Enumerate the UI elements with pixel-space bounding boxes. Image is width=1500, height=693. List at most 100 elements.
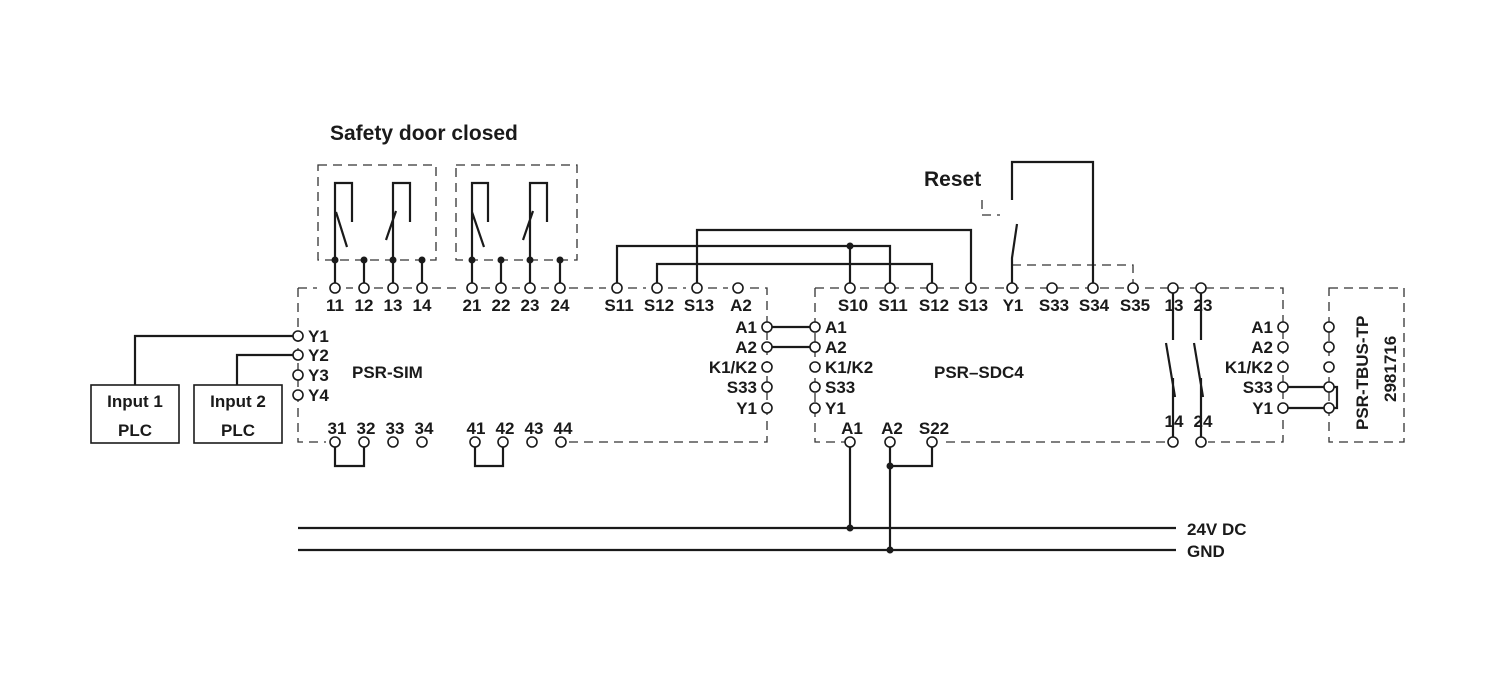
wire-plc1-y1: [133, 334, 298, 385]
terminal-label: 34: [415, 419, 434, 438]
sim-bottom-labels: 31 32 33 34 41 42 43 44: [328, 419, 573, 438]
terminal-label: A1: [1251, 318, 1273, 337]
plc-box-2-line2: PLC: [221, 421, 255, 440]
psr-tbus-name: PSR-TBUS-TP: [1353, 316, 1372, 430]
diagram-title: Safety door closed: [330, 122, 518, 145]
terminal-label: S11: [878, 296, 907, 315]
door-switch-box-1: [317, 164, 437, 261]
terminals: [292, 282, 1335, 448]
terminal-label: 21: [463, 296, 482, 315]
terminal-label: S33: [1243, 378, 1273, 397]
terminal-label: 43: [525, 419, 544, 438]
terminal-label: 31: [328, 419, 347, 438]
terminal-label: A2: [735, 338, 757, 357]
terminal-label: 24: [1194, 412, 1213, 431]
terminal-label: Y1: [736, 399, 757, 418]
terminal-label: S33: [727, 378, 757, 397]
plc-box-1-line1: Input 1: [107, 392, 163, 411]
terminal-label: 12: [355, 296, 374, 315]
sdc-top-labels: S10 S11 S12 S13 Y1 S33 S34 S35 13 23: [838, 296, 1213, 315]
wires: [133, 160, 1339, 552]
wire-plc2-y2: [235, 353, 298, 385]
terminal-label: 11: [326, 296, 344, 315]
terminal-label: S13: [684, 296, 714, 315]
junctions: [331, 242, 894, 554]
terminal-label: A1: [735, 318, 757, 337]
wire-a2-gnd: [888, 442, 934, 550]
terminal-label: Y3: [308, 366, 329, 385]
psr-sdc4-name: PSR–SDC4: [934, 363, 1024, 382]
terminal-label: Y1: [825, 399, 846, 418]
door-contact-23-24: [521, 181, 549, 288]
terminal-label: 32: [357, 419, 376, 438]
terminal-label: 22: [492, 296, 511, 315]
terminal-label: A2: [825, 338, 847, 357]
sim-top-labels: 11 12 13 14 21 22 23 24 S11 S12 S13 A2: [326, 296, 752, 315]
sim-side-labels: A1 A2 K1/K2 S33 Y1: [709, 318, 757, 418]
terminal-label: S12: [919, 296, 949, 315]
terminal-label: S34: [1079, 296, 1110, 315]
terminal-label: A2: [730, 296, 752, 315]
bridge-31-32: [333, 442, 366, 468]
plc-box-2: Input 2 PLC: [193, 384, 283, 444]
reset-contact: [1010, 160, 1095, 288]
output-contact-23-24: [1192, 288, 1205, 442]
terminal-label: Y4: [308, 386, 329, 405]
terminal-label: 23: [1194, 296, 1213, 315]
terminal-label: 13: [1165, 296, 1184, 315]
wire-s10-s11: [850, 244, 892, 288]
terminal-label: 42: [496, 419, 515, 438]
terminal-label: S12: [644, 296, 674, 315]
reset-link-dashed: [1012, 264, 1134, 286]
terminal-label: A1: [825, 318, 847, 337]
terminal-label: A1: [841, 419, 863, 438]
wire-a1-a2-link: [767, 325, 815, 349]
terminal-label: 24: [551, 296, 570, 315]
sdc-right-labels: A1 A2 K1/K2 S33 Y1: [1225, 318, 1273, 418]
door-contact-21-22: [470, 181, 490, 288]
terminal-label: Y1: [1252, 399, 1273, 418]
terminal-label: K1/K2: [825, 358, 873, 377]
terminal-label: Y2: [308, 346, 329, 365]
rail-24v-label: 24V DC: [1187, 520, 1247, 539]
terminal-label: 41: [467, 419, 486, 438]
terminal-label: 33: [386, 419, 405, 438]
terminal-label: Y1: [308, 327, 329, 346]
reset-label: Reset: [924, 168, 981, 191]
terminal-label: S10: [838, 296, 868, 315]
psr-sim-name: PSR-SIM: [352, 363, 423, 382]
terminal-label: S13: [958, 296, 988, 315]
terminal-label: 23: [521, 296, 540, 315]
terminal-label: S33: [1039, 296, 1069, 315]
output-contact-13-14: [1164, 288, 1177, 442]
sdc-left-labels: A1 A2 K1/K2 S33 Y1: [825, 318, 873, 418]
terminal-label: S33: [825, 378, 855, 397]
terminal-label: K1/K2: [1225, 358, 1273, 377]
rail-gnd-label: GND: [1187, 542, 1225, 561]
terminal-label: A2: [1251, 338, 1273, 357]
terminal-label: 44: [554, 419, 573, 438]
door-contact-13-14: [384, 181, 412, 288]
wire-s13-s13: [695, 228, 973, 288]
psr-tbus-part-number: 2981716: [1381, 336, 1400, 402]
wire-s12-s12: [655, 262, 934, 288]
plc-box-2-line1: Input 2: [210, 392, 266, 411]
terminal-label: S11: [604, 296, 633, 315]
terminal-label: 13: [384, 296, 403, 315]
terminal-label: 14: [1165, 412, 1184, 431]
terminal-label: A2: [881, 419, 903, 438]
terminal-label: 14: [413, 296, 432, 315]
terminal-label: S22: [919, 419, 949, 438]
reset-actuator-dashed: [981, 200, 1000, 216]
plc-box-1: Input 1 PLC: [90, 384, 180, 444]
terminal-label: S35: [1120, 296, 1150, 315]
plc-box-1-line2: PLC: [118, 421, 152, 440]
terminal-label: Y1: [1003, 296, 1024, 315]
sdc-bottom-labels: A1 A2 S22 14 24: [841, 412, 1213, 438]
door-contact-11-12: [333, 181, 354, 288]
bridge-41-42: [473, 442, 505, 468]
terminal-label: K1/K2: [709, 358, 757, 377]
door-switch-box-2: [455, 164, 578, 261]
sim-input-labels: Y1 Y2 Y3 Y4: [308, 327, 329, 405]
